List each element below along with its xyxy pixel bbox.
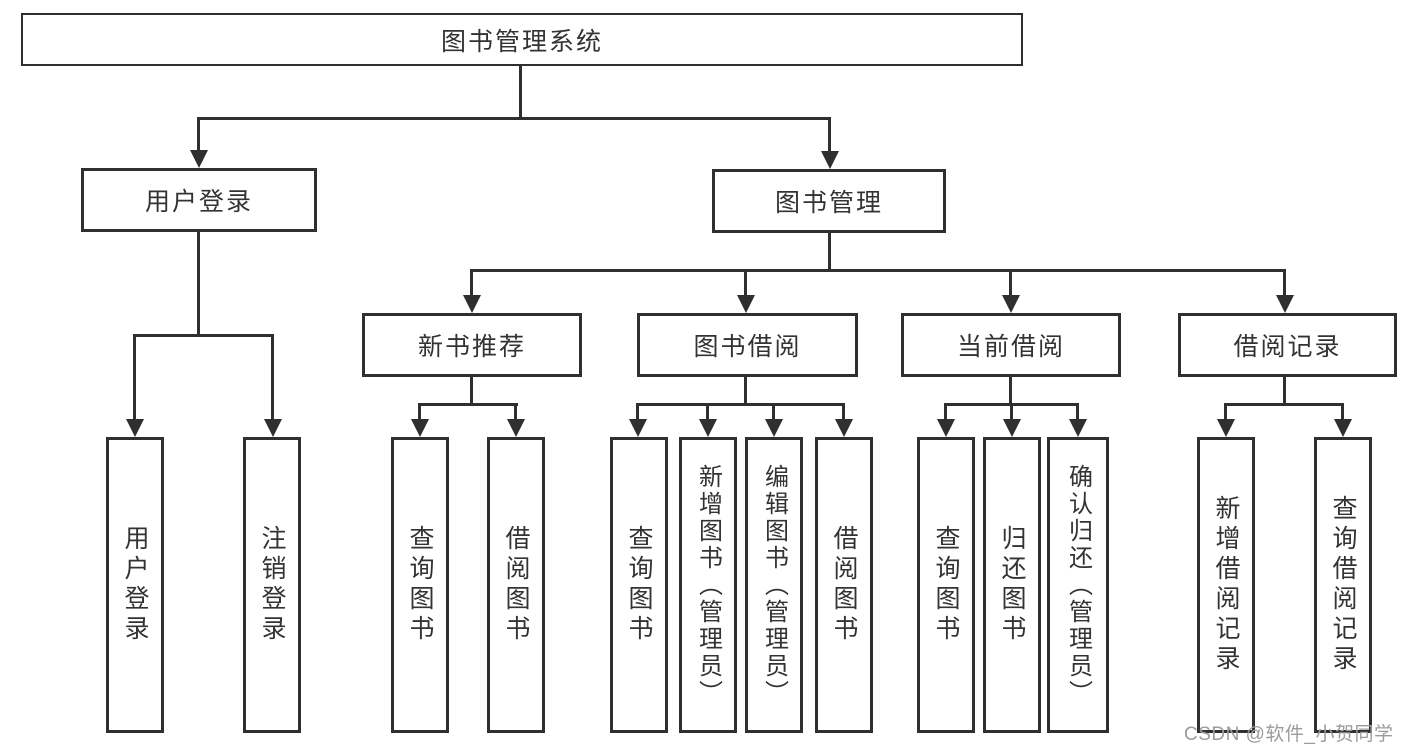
arrowhead-icon xyxy=(264,419,282,437)
leaf-borrow-books-recommend: 借阅图书 xyxy=(487,437,545,733)
connector-line xyxy=(514,403,517,419)
arrowhead-icon xyxy=(1276,295,1294,313)
node-new-book-recommend: 新书推荐 xyxy=(362,313,582,377)
leaf-label: 归还图书 xyxy=(998,525,1026,645)
node-book-management-label: 图书管理 xyxy=(774,189,883,217)
arrowhead-icon xyxy=(937,419,955,437)
arrowhead-icon xyxy=(507,419,525,437)
leaf-label: 编辑图书（管理员） xyxy=(760,463,788,707)
leaf-label: 借阅图书 xyxy=(502,525,530,645)
arrowhead-icon xyxy=(1003,419,1021,437)
arrowhead-icon xyxy=(1334,419,1352,437)
leaf-query-borrow-record: 查询借阅记录 xyxy=(1314,437,1372,733)
leaf-label: 用户登录 xyxy=(121,525,149,645)
leaf-borrow-books-borrowing: 借阅图书 xyxy=(815,437,873,733)
connector-line xyxy=(418,403,518,406)
arrowhead-icon xyxy=(699,419,717,437)
node-borrowing-records-label: 借阅记录 xyxy=(1233,333,1342,361)
leaf-label: 新增图书（管理员） xyxy=(694,463,722,707)
arrowhead-icon xyxy=(1217,419,1235,437)
arrowhead-icon xyxy=(190,150,208,168)
connector-line xyxy=(470,269,1286,272)
connector-line xyxy=(197,117,200,151)
arrowhead-icon xyxy=(835,419,853,437)
connector-line xyxy=(133,334,136,419)
arrowhead-icon xyxy=(821,151,839,169)
connector-line xyxy=(772,403,775,419)
connector-line xyxy=(1224,403,1344,406)
connector-line xyxy=(197,117,831,120)
leaf-confirm-return-admin: 确认归还（管理员） xyxy=(1047,437,1109,733)
connector-line xyxy=(1341,403,1344,419)
arrowhead-icon xyxy=(126,419,144,437)
leaf-label: 查询图书 xyxy=(625,525,653,645)
connector-line xyxy=(197,232,200,335)
node-root: 图书管理系统 xyxy=(21,13,1023,66)
leaf-label: 注销登录 xyxy=(258,525,286,645)
leaf-label: 新增借阅记录 xyxy=(1212,495,1240,675)
node-current-borrowing-label: 当前借阅 xyxy=(956,333,1065,361)
node-new-book-recommend-label: 新书推荐 xyxy=(417,333,526,361)
connector-line xyxy=(828,233,831,272)
connector-line xyxy=(133,334,274,337)
leaf-label: 查询图书 xyxy=(406,525,434,645)
connector-line xyxy=(744,269,747,295)
connector-line xyxy=(744,377,747,406)
arrowhead-icon xyxy=(1002,295,1020,313)
leaf-query-books-borrowing: 查询图书 xyxy=(610,437,668,733)
connector-line xyxy=(1224,403,1227,419)
connector-line xyxy=(842,403,845,419)
connector-line xyxy=(418,403,421,419)
leaf-label: 查询借阅记录 xyxy=(1329,495,1357,675)
connector-line xyxy=(1283,269,1286,295)
connector-line xyxy=(1076,403,1079,419)
connector-line xyxy=(271,334,274,419)
node-borrowing-records: 借阅记录 xyxy=(1178,313,1397,377)
leaf-label: 查询图书 xyxy=(932,525,960,645)
node-book-borrowing: 图书借阅 xyxy=(637,313,858,377)
arrowhead-icon xyxy=(765,419,783,437)
leaf-return-books: 归还图书 xyxy=(983,437,1041,733)
leaf-label: 确认归还（管理员） xyxy=(1064,463,1092,707)
leaf-add-borrow-record: 新增借阅记录 xyxy=(1197,437,1255,733)
leaf-logout: 注销登录 xyxy=(243,437,301,733)
node-current-borrowing: 当前借阅 xyxy=(901,313,1121,377)
node-user-login: 用户登录 xyxy=(81,168,317,232)
connector-line xyxy=(470,269,473,295)
connector-line xyxy=(519,66,522,119)
node-book-management: 图书管理 xyxy=(712,169,946,233)
connector-line xyxy=(828,117,831,151)
arrowhead-icon xyxy=(411,419,429,437)
connector-line xyxy=(636,403,845,406)
leaf-query-books-recommend: 查询图书 xyxy=(391,437,449,733)
leaf-edit-books-admin: 编辑图书（管理员） xyxy=(745,437,803,733)
connector-line xyxy=(1009,269,1012,295)
arrowhead-icon xyxy=(1069,419,1087,437)
connector-line xyxy=(636,403,639,419)
connector-line xyxy=(706,403,709,419)
node-user-login-label: 用户登录 xyxy=(144,188,253,216)
connector-line xyxy=(1009,377,1012,406)
node-book-borrowing-label: 图书借阅 xyxy=(693,333,802,361)
connector-line xyxy=(1283,377,1286,406)
node-root-label: 图书管理系统 xyxy=(440,27,603,56)
arrowhead-icon xyxy=(463,295,481,313)
watermark: CSDN @软件_小贺同学 xyxy=(1184,724,1394,745)
arrowhead-icon xyxy=(629,419,647,437)
connector-line xyxy=(470,377,473,406)
leaf-query-books-current: 查询图书 xyxy=(917,437,975,733)
connector-line xyxy=(1010,403,1013,419)
leaf-user-login: 用户登录 xyxy=(106,437,164,733)
leaf-label: 借阅图书 xyxy=(830,525,858,645)
leaf-add-books-admin: 新增图书（管理员） xyxy=(679,437,737,733)
connector-line xyxy=(944,403,947,419)
arrowhead-icon xyxy=(737,295,755,313)
